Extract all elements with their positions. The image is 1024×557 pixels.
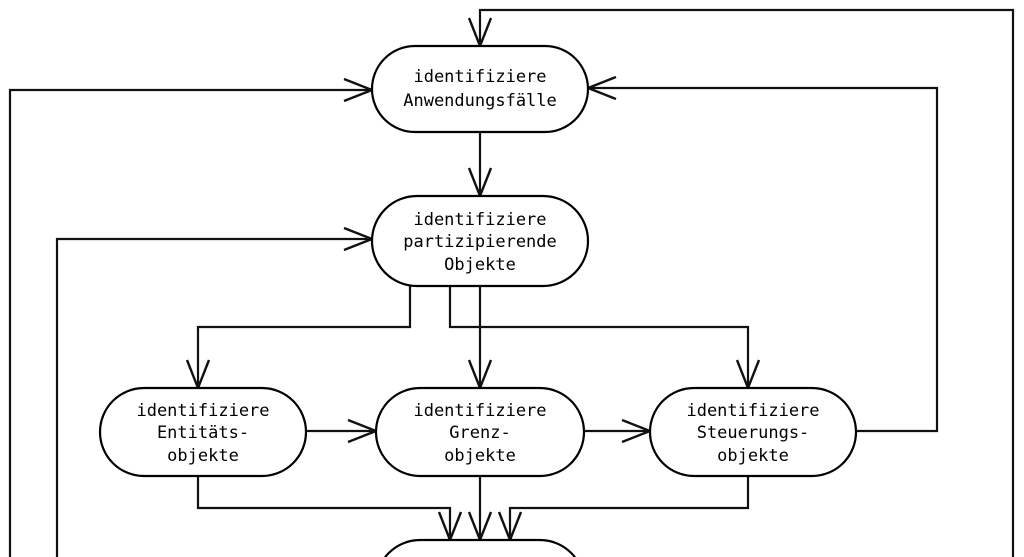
node-anwendungsfaelle-line-2: Anwendungsfälle bbox=[403, 91, 557, 111]
edge-entitaetsobjekte-to-bottom-node bbox=[196, 476, 463, 544]
node-entitaetsobjekte-line-2: Entitäts- bbox=[157, 423, 249, 443]
edge-partizipierende-to-steuerungsobjekte bbox=[448, 286, 761, 392]
edge-grenzobjekte-to-bottom-node bbox=[467, 476, 493, 544]
node-steuerungsobjekte[interactable]: identifiziere Steuerungs- objekte bbox=[648, 386, 858, 478]
node-entitaetsobjekte-line-3: objekte bbox=[167, 446, 239, 466]
node-grenzobjekte-line-3: objekte bbox=[444, 446, 516, 466]
edge-grenzobjekte-to-steuerungsobjekte bbox=[584, 418, 654, 444]
node-steuerungsobjekte-line-3: objekte bbox=[717, 446, 789, 466]
edge-partizipierende-to-grenzobjekte bbox=[467, 286, 493, 392]
node-partizipierende-objekte-line-1: identifiziere bbox=[413, 210, 546, 230]
edge-steuerungsobjekte-to-bottom-node bbox=[497, 476, 750, 544]
node-partizipierende-objekte[interactable]: identifiziere partizipierende Objekte bbox=[370, 194, 590, 288]
node-partizipierende-objekte-line-3: Objekte bbox=[444, 255, 516, 275]
edge-left-return-into-anwendungsfaelle bbox=[8, 77, 376, 557]
node-steuerungsobjekte-line-1: identifiziere bbox=[686, 401, 819, 421]
edge-steuerungsobjekte-to-anwendungsfaelle bbox=[584, 75, 939, 433]
node-entitaetsobjekte-line-1: identifiziere bbox=[136, 401, 269, 421]
node-anwendungsfaelle[interactable]: identifiziere Anwendungsfälle bbox=[370, 44, 590, 134]
node-grenzobjekte-line-2: Grenz- bbox=[449, 423, 510, 443]
node-bottom-cutoff[interactable] bbox=[376, 538, 584, 557]
edge-entitaetsobjekte-to-grenzobjekte bbox=[306, 418, 380, 444]
node-partizipierende-objekte-line-2: partizipierende bbox=[403, 232, 557, 252]
edge-anwendungsfaelle-to-partizipierende bbox=[467, 132, 493, 200]
edge-partizipierende-to-entitaetsobjekte bbox=[185, 286, 412, 392]
node-grenzobjekte[interactable]: identifiziere Grenz- objekte bbox=[374, 386, 586, 478]
node-anwendungsfaelle-line-1: identifiziere bbox=[413, 67, 546, 87]
node-steuerungsobjekte-line-2: Steuerungs- bbox=[697, 423, 810, 443]
node-grenzobjekte-line-1: identifiziere bbox=[413, 401, 546, 421]
node-entitaetsobjekte[interactable]: identifiziere Entitäts- objekte bbox=[98, 386, 308, 478]
